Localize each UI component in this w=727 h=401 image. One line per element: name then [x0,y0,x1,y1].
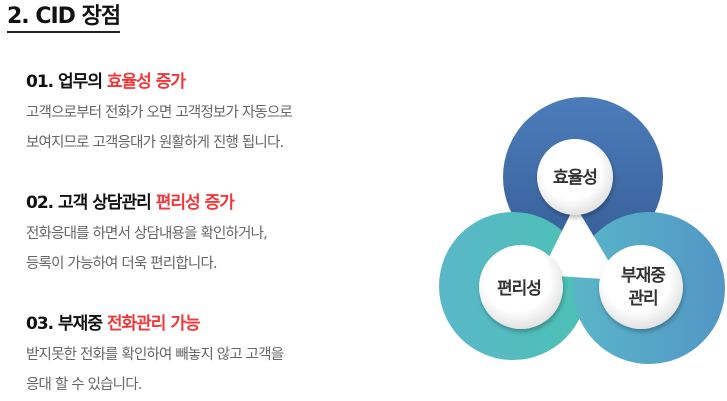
heading-highlight: 전화관리 가능 [106,314,201,334]
item-heading: 03. 부재중 전화관리 가능 [26,314,201,334]
section-title: 2. CID 장점 [7,4,121,33]
center-triangle [540,205,620,280]
top-center-circle [537,139,613,215]
advantage-item-2: 02. 고객 상담관리 편리성 증가 전화응대를 하면서 상담내용을 확인하거나… [26,191,268,279]
item-heading: 02. 고객 상담관리 편리성 증가 [26,193,235,213]
heading-highlight: 효율성 증가 [106,72,186,92]
item-heading: 01. 업무의 효율성 증가 [26,72,186,92]
label-convenience: 편리성 [497,279,541,299]
heading-highlight: 편리성 증가 [155,193,235,213]
label-efficiency: 효율성 [553,168,597,188]
advantage-item-3: 03. 부재중 전화관리 가능 받지못한 전화를 확인하여 빼놓지 않고 고객을… [26,312,284,400]
label-missed-line2: 관리 [628,289,657,309]
label-missed-line1: 부재중 [621,266,666,286]
left-center-circle [479,245,563,329]
right-center-circle [599,245,683,329]
item-description: 전화응대를 하면서 상담내용을 확인하거나,등록이 가능하여 더욱 편리합니다. [26,226,268,272]
